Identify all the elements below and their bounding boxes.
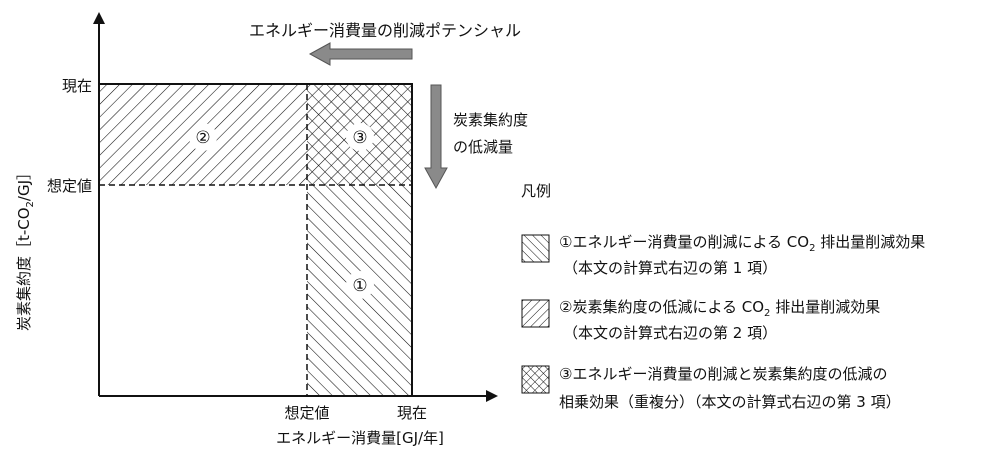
legend-swatch-2 — [521, 299, 550, 328]
energy-reduction-potential-label: エネルギー消費量の削減ポテンシャル — [249, 21, 521, 40]
legend-item-1-line1: ①エネルギー消費量の削減による CO2 排出量削減効果 — [559, 233, 925, 254]
x-tick-current: 現在 — [397, 404, 427, 422]
region-1-label: ① — [352, 276, 367, 296]
region-2-label: ② — [195, 128, 210, 148]
legend-title: 凡例 — [521, 182, 551, 200]
left-gray-arrow-icon — [308, 42, 413, 66]
legend-item-2-line2: （本文の計算式右辺の第 2 項） — [563, 324, 777, 342]
y-tick-assumed: 想定値 — [47, 177, 92, 195]
legend-item-2-line1: ②炭素集約度の低減による CO2 排出量削減効果 — [559, 298, 880, 319]
carbon-intensity-reduction-label-1: 炭素集約度 — [453, 111, 528, 129]
legend-swatch-1 — [521, 234, 550, 263]
current-boundary — [99, 83, 413, 396]
legend-swatch-3 — [521, 365, 550, 394]
carbon-intensity-reduction-label-2: の低減量 — [453, 138, 513, 156]
region-3-label: ③ — [352, 128, 367, 148]
region-2-label-bg — [189, 123, 217, 151]
region-1-label-bg — [346, 271, 374, 299]
legend-item-3-line1: ③エネルギー消費量の削減と炭素集約度の低減の — [559, 365, 887, 383]
legend-item-3-line2: 相乗効果（重複分）（本文の計算式右辺の第 3 項） — [559, 393, 901, 411]
down-gray-arrow-icon — [424, 84, 448, 190]
y-axis-title: 炭素集約度［t-CO2/GJ］ — [15, 165, 36, 331]
legend-item-1-line2: （本文の計算式右辺の第 1 項） — [563, 259, 777, 277]
y-tick-current: 現在 — [62, 77, 92, 95]
x-tick-assumed: 想定値 — [284, 404, 329, 422]
region-3-label-bg — [346, 123, 374, 151]
x-axis-title: エネルギー消費量[GJ/年] — [276, 429, 444, 447]
